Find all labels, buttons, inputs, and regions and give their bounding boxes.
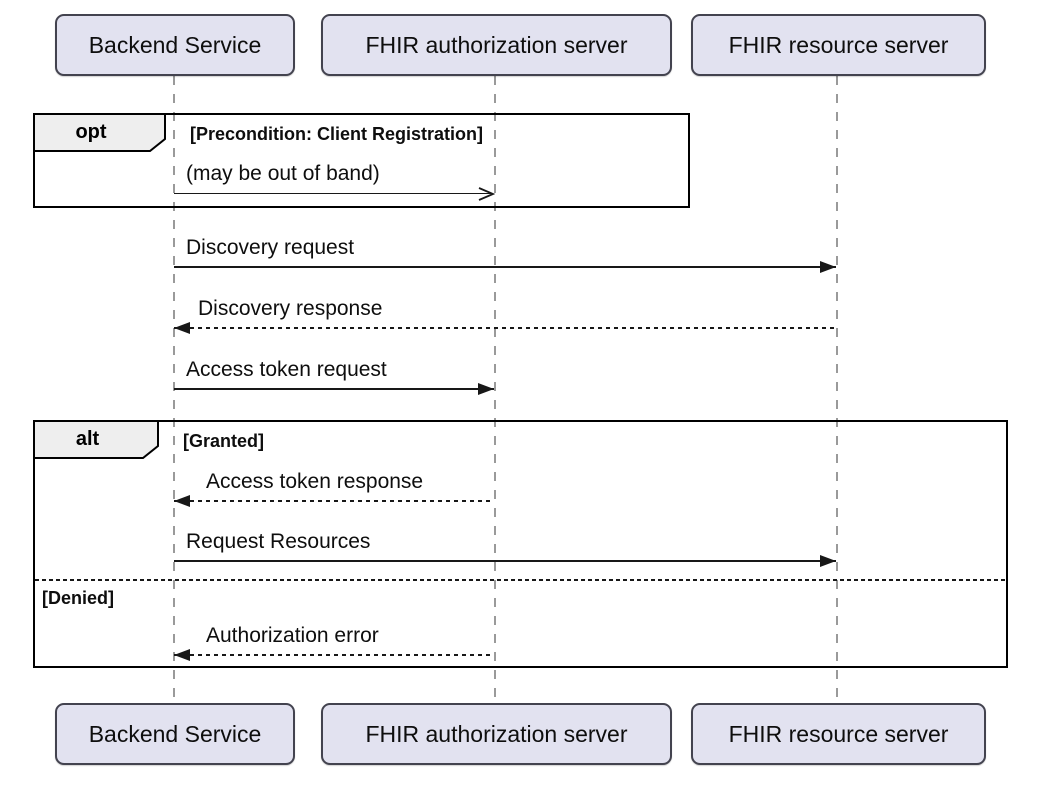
participant-label: FHIR resource server (728, 31, 949, 58)
lifeline-fhir-resource-server (836, 76, 838, 703)
arrow-filled-head-right-icon (478, 383, 494, 395)
participant-fhir-authorization-server-top: FHIR authorization server (321, 14, 672, 76)
fragment-alt-guard-denied: [Denied] (42, 588, 114, 608)
fragment-alt-pentagon (33, 420, 159, 459)
participant-label: FHIR authorization server (365, 31, 628, 58)
arrow-out-of-band (174, 193, 492, 194)
fragment-alt (33, 420, 1008, 668)
lifeline-fhir-authorization-server (494, 76, 496, 703)
arrow-request-resources (174, 560, 836, 562)
message-out-of-band-label: (may be out of band) (186, 162, 380, 185)
arrow-discovery-request (174, 266, 836, 268)
fragment-opt-pentagon (33, 113, 166, 152)
arrow-filled-head-right-icon (820, 261, 836, 273)
fragment-opt-operator: opt (75, 120, 107, 143)
participant-label: Backend Service (88, 31, 262, 58)
fragment-alt-divider (35, 579, 1006, 581)
participant-fhir-authorization-server-bottom: FHIR authorization server (321, 703, 672, 765)
arrow-authorization-error (174, 654, 494, 656)
message-authorization-error-label: Authorization error (206, 624, 379, 647)
participant-fhir-resource-server-bottom: FHIR resource server (691, 703, 986, 765)
participant-label: Backend Service (88, 720, 262, 747)
fragment-opt-guard: [Precondition: Client Registration] (190, 124, 484, 144)
participant-backend-service-bottom: Backend Service (55, 703, 295, 765)
arrow-access-token-request (174, 388, 494, 390)
participant-fhir-resource-server-top: FHIR resource server (691, 14, 986, 76)
arrow-filled-head-left-icon (174, 649, 190, 661)
arrow-open-head-right-icon (478, 187, 495, 201)
fragment-alt-operator: alt (75, 427, 100, 450)
fragment-alt-guard-granted: [Granted] (183, 431, 264, 451)
arrow-filled-head-left-icon (174, 322, 190, 334)
participant-backend-service-top: Backend Service (55, 14, 295, 76)
message-discovery-request-label: Discovery request (186, 236, 355, 259)
participant-label: FHIR resource server (728, 720, 949, 747)
participant-label: FHIR authorization server (365, 720, 628, 747)
fragment-opt (33, 113, 690, 208)
message-request-resources-label: Request Resources (186, 530, 371, 553)
message-access-token-request-label: Access token request (186, 358, 387, 381)
arrow-discovery-response (174, 327, 837, 329)
arrow-filled-head-right-icon (820, 555, 836, 567)
arrow-access-token-response (174, 500, 494, 502)
arrow-filled-head-left-icon (174, 495, 190, 507)
message-access-token-response-label: Access token response (206, 470, 424, 493)
message-discovery-response-label: Discovery response (198, 297, 383, 320)
